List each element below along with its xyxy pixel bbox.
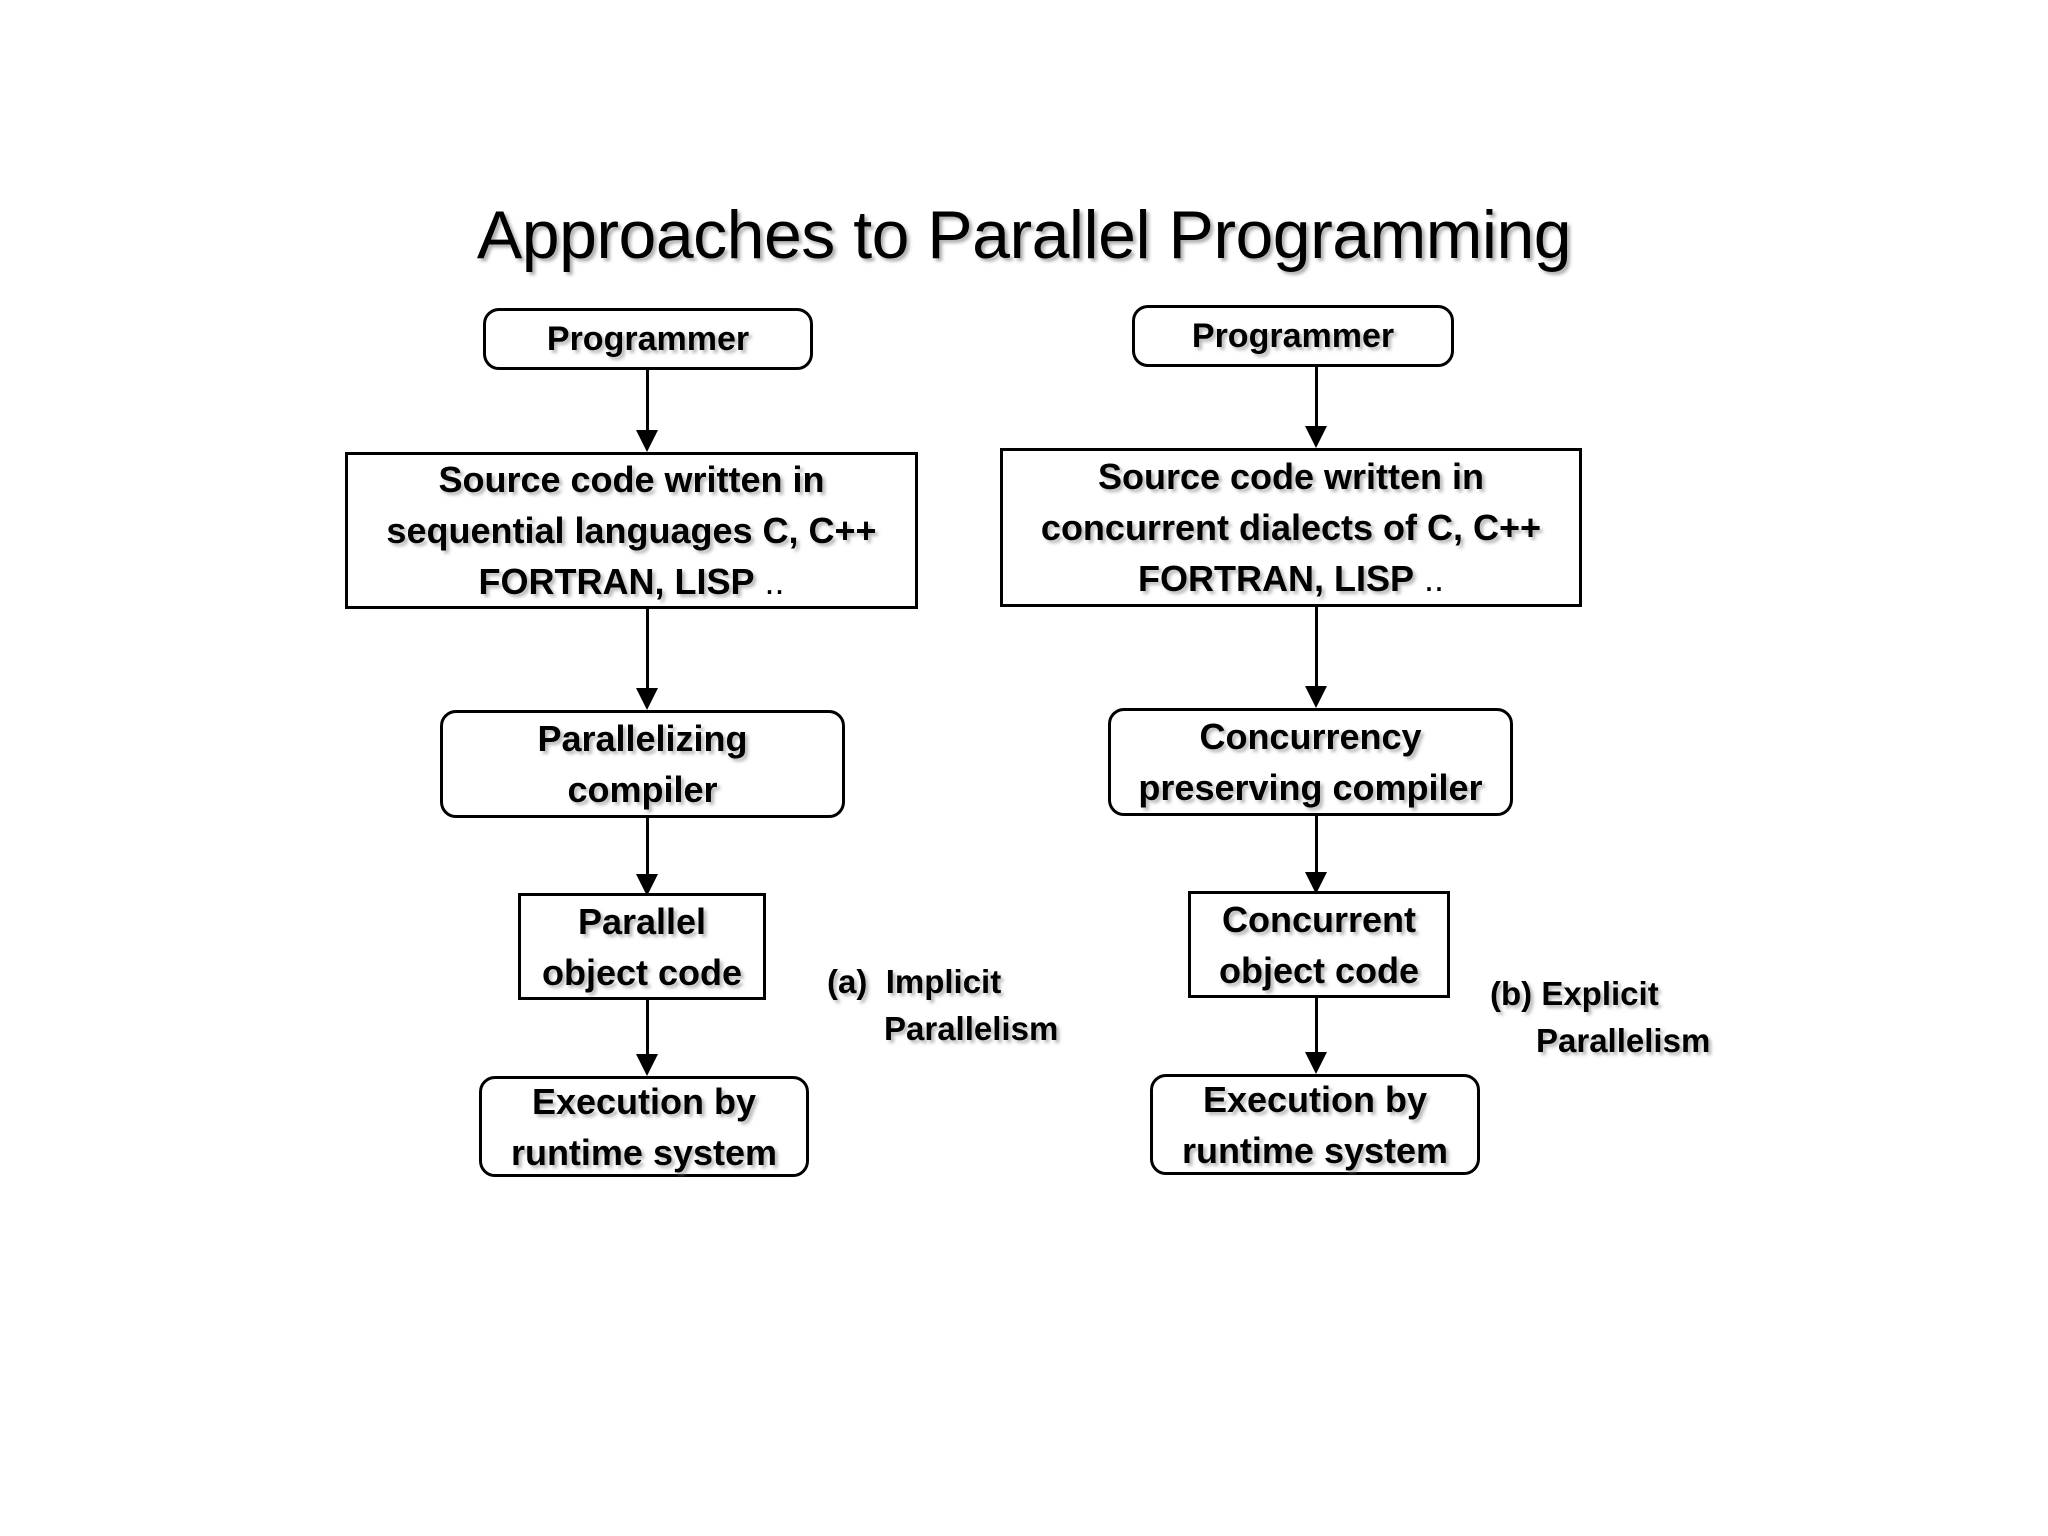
node-line: Parallel xyxy=(577,900,707,942)
caption-explicit-parallelism: (b) Explicit Parallelism xyxy=(1490,970,1710,1064)
node-line: Parallelizing xyxy=(537,718,748,759)
node-line: Programmer xyxy=(1191,317,1395,355)
page-title: Approaches to Parallel Programming xyxy=(476,197,1572,273)
node-source-code-implicit[interactable]: Source code written in sequential langua… xyxy=(345,452,918,609)
arrow-object-to-execution-explicit xyxy=(1305,998,1327,1074)
node-line: Source code written in xyxy=(438,459,825,500)
node-line-text: FORTRAN, LISP xyxy=(478,561,755,602)
node-object-code-explicit[interactable]: Concurrent object code xyxy=(1188,891,1450,998)
arrow-head-down-icon xyxy=(636,688,658,710)
node-programmer-implicit[interactable]: Programmer xyxy=(483,308,813,370)
node-line-trailing: .. xyxy=(764,561,785,602)
caption-marker: (a) xyxy=(827,963,868,1000)
arrow-head-down-icon xyxy=(1305,686,1327,708)
arrow-stem xyxy=(646,1000,649,1054)
node-line: object code xyxy=(541,951,743,993)
caption-line-1: (a) Implicit xyxy=(827,958,1058,1005)
node-execution-explicit[interactable]: Execution by runtime system xyxy=(1150,1074,1480,1175)
node-line: Programmer xyxy=(546,320,750,358)
node-line: object code xyxy=(1218,949,1420,991)
arrow-programmer-to-source-implicit xyxy=(636,370,658,452)
arrow-stem xyxy=(646,370,649,430)
arrow-stem xyxy=(646,818,649,874)
arrow-stem xyxy=(1315,607,1318,686)
arrow-programmer-to-source-explicit xyxy=(1305,367,1327,448)
node-line-trailing: .. xyxy=(1424,558,1445,599)
caption-text: Implicit xyxy=(885,963,1002,1000)
node-line: Execution by xyxy=(1202,1078,1428,1120)
caption-marker: (b) xyxy=(1490,975,1533,1012)
arrow-compiler-to-object-explicit xyxy=(1305,816,1327,894)
arrow-compiler-to-object-implicit xyxy=(636,818,658,896)
caption-line-2: Parallelism xyxy=(1536,1022,1711,1059)
arrow-head-down-icon xyxy=(1305,1052,1327,1074)
node-line: runtime system xyxy=(510,1131,778,1173)
node-line: compiler xyxy=(567,769,718,810)
arrow-head-down-icon xyxy=(1305,872,1327,894)
node-line-text: FORTRAN, LISP xyxy=(1137,558,1414,599)
caption-line-2: Parallelism xyxy=(884,1010,1059,1047)
node-line: Concurrent xyxy=(1221,898,1416,940)
node-line: FORTRAN, LISP .. xyxy=(478,556,784,607)
node-programmer-explicit[interactable]: Programmer xyxy=(1132,305,1454,367)
node-line: preserving compiler xyxy=(1138,767,1483,808)
node-line: runtime system xyxy=(1181,1129,1449,1171)
caption-line-1: (b) Explicit xyxy=(1490,970,1710,1017)
arrow-object-to-execution-implicit xyxy=(636,1000,658,1076)
node-compiler-implicit[interactable]: Parallelizing compiler xyxy=(440,710,845,818)
node-line: Concurrency xyxy=(1199,716,1422,757)
arrow-source-to-compiler-implicit xyxy=(636,609,658,710)
node-line: Source code written in xyxy=(1097,456,1485,497)
node-line: Execution by xyxy=(531,1080,757,1122)
node-execution-implicit[interactable]: Execution by runtime system xyxy=(479,1076,809,1177)
node-line: concurrent dialects of C, C++ xyxy=(1040,507,1542,548)
arrow-head-down-icon xyxy=(636,1054,658,1076)
arrow-head-down-icon xyxy=(636,430,658,452)
node-compiler-explicit[interactable]: Concurrency preserving compiler xyxy=(1108,708,1513,816)
arrow-source-to-compiler-explicit xyxy=(1305,607,1327,708)
arrow-stem xyxy=(1315,367,1318,426)
arrow-stem xyxy=(1315,816,1318,872)
arrow-stem xyxy=(646,609,649,688)
node-source-code-explicit[interactable]: Source code written in concurrent dialec… xyxy=(1000,448,1582,607)
node-object-code-implicit[interactable]: Parallel object code xyxy=(518,893,766,1000)
arrow-head-down-icon xyxy=(1305,426,1327,448)
arrow-head-down-icon xyxy=(636,874,658,896)
arrow-stem xyxy=(1315,998,1318,1052)
caption-implicit-parallelism: (a) Implicit Parallelism xyxy=(827,958,1058,1052)
node-line: FORTRAN, LISP .. xyxy=(1138,553,1444,604)
caption-text: Explicit xyxy=(1541,975,1659,1012)
node-line: sequential languages C, C++ xyxy=(386,510,877,551)
